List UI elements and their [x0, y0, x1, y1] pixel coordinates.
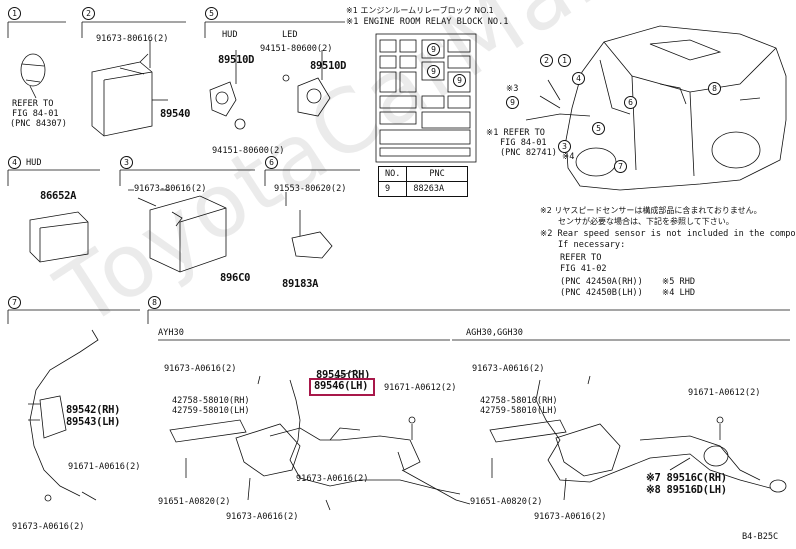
section-5-badge: 5: [205, 7, 218, 20]
section-8-badge: 8: [148, 296, 161, 309]
note-2-en-1: ※2 Rear speed sensor is not included in …: [540, 229, 796, 239]
part-number: 91673-80616(2): [134, 184, 207, 194]
pnc-row-no: 9: [377, 181, 408, 197]
refer-text: ※1 REFER TO: [486, 128, 545, 138]
refer-fig: FIG 41-02: [560, 264, 607, 274]
relay-slot-9: 9: [427, 43, 440, 56]
section-6-badge: 6: [265, 156, 278, 169]
relay-slot-9: 9: [427, 65, 440, 78]
part-number: ※8 89516D(LH): [646, 484, 727, 496]
callout-2: 2: [540, 54, 553, 67]
part-number: 91673-A0616(2): [296, 474, 369, 484]
led-label: LED: [282, 30, 298, 40]
part-number: 94151-80600(2): [212, 146, 285, 156]
figure-code: B4-B25C: [742, 532, 779, 542]
part-number: 91651-A0820(2): [470, 497, 543, 507]
note-2-jp-1: ※2 リヤスピードセンサーは構成部品に含まれておりません。: [540, 206, 762, 215]
note-2-jp-2: センサが必要な場合は、下記を参照して下さい。: [558, 217, 734, 226]
callout-7: 7: [614, 160, 627, 173]
pnc-row-pnc: 88263A: [406, 181, 468, 197]
star4-label: ※4: [562, 152, 575, 162]
part-number: 91671-A0612(2): [384, 383, 457, 393]
section-7-badge: 7: [8, 296, 21, 309]
part-number-highlighted: 89546(LH): [314, 380, 369, 392]
refer-text: REFER TO: [12, 99, 54, 109]
section-3-badge: 3: [120, 156, 133, 169]
part-number: 91671-A0612(2): [688, 388, 761, 398]
pnc-header-pnc: PNC: [406, 166, 468, 182]
relay-slot-9: 9: [453, 74, 466, 87]
part-number: 91673-A0616(2): [226, 512, 299, 522]
part-number: 86652A: [40, 190, 77, 202]
refer-pnc: (PNC 84307): [10, 119, 67, 129]
highlight-box: [309, 378, 375, 396]
hud-label: HUD: [222, 30, 238, 40]
part-number: 42758-58010(RH): [172, 396, 250, 406]
refer-pnc-lh: (PNC 42450B(LH)): [560, 288, 643, 298]
callout-9: 9: [506, 96, 519, 109]
lhd-note: ※4 LHD: [662, 288, 696, 298]
note-2-en-2: If necessary:: [558, 240, 626, 250]
rhd-note: ※5 RHD: [662, 277, 696, 287]
part-number: 91673-A0616(2): [534, 512, 607, 522]
part-number: 896C0: [220, 272, 251, 284]
refer-fig: FIG 84-01: [12, 109, 59, 119]
part-number: 89542(RH): [66, 404, 121, 416]
note-star1-en: ※1 ENGINE ROOM RELAY BLOCK NO.1: [346, 17, 509, 27]
refer-pnc: (PNC 82741): [500, 148, 557, 158]
part-number: 91651-A0820(2): [158, 497, 231, 507]
part-number: 91673-A0616(2): [472, 364, 545, 374]
note-star1-jp: ※1 エンジンルームリレーブロック NO.1: [346, 6, 494, 15]
callout-4: 4: [572, 72, 585, 85]
refer-text: REFER TO: [560, 253, 602, 263]
refer-fig: FIG 84-01: [500, 138, 547, 148]
part-number: 89543(LH): [66, 416, 121, 428]
part-number: 94151-80600(2): [260, 44, 333, 54]
part-number: 91673-A0616(2): [12, 522, 85, 532]
callout-3: 3: [558, 140, 571, 153]
part-number: 91673-80616(2): [96, 34, 169, 44]
part-number: 91553-80620(2): [274, 184, 347, 194]
part-number: 89510D: [310, 60, 347, 72]
part-number: 91671-A0616(2): [68, 462, 141, 472]
callout-5: 5: [592, 122, 605, 135]
section-1-badge: 1: [8, 7, 21, 20]
section-4-badge: 4: [8, 156, 21, 169]
callout-1: 1: [558, 54, 571, 67]
pnc-header-no: NO.: [377, 166, 408, 182]
pnc-table: NO. PNC 9 88263A: [377, 166, 468, 197]
callout-8: 8: [708, 82, 721, 95]
hud-label: HUD: [26, 158, 42, 168]
model-ayh30: AYH30: [158, 328, 184, 338]
model-agh30: AGH30,GGH30: [466, 328, 523, 338]
part-number: 42759-58010(LH): [172, 406, 250, 416]
section-2-badge: 2: [82, 7, 95, 20]
part-number: 89183A: [282, 278, 319, 290]
part-number: 89510D: [218, 54, 255, 66]
part-number: ※7 89516C(RH): [646, 472, 727, 484]
callout-6: 6: [624, 96, 637, 109]
part-number: 89540: [160, 108, 191, 120]
part-number: 42759-58010(LH): [480, 406, 558, 416]
part-number: 42758-58010(RH): [480, 396, 558, 406]
part-number: 91673-A0616(2): [164, 364, 237, 374]
refer-pnc-rh: (PNC 42450A(RH)): [560, 277, 643, 287]
star3-label: ※3: [506, 84, 519, 94]
